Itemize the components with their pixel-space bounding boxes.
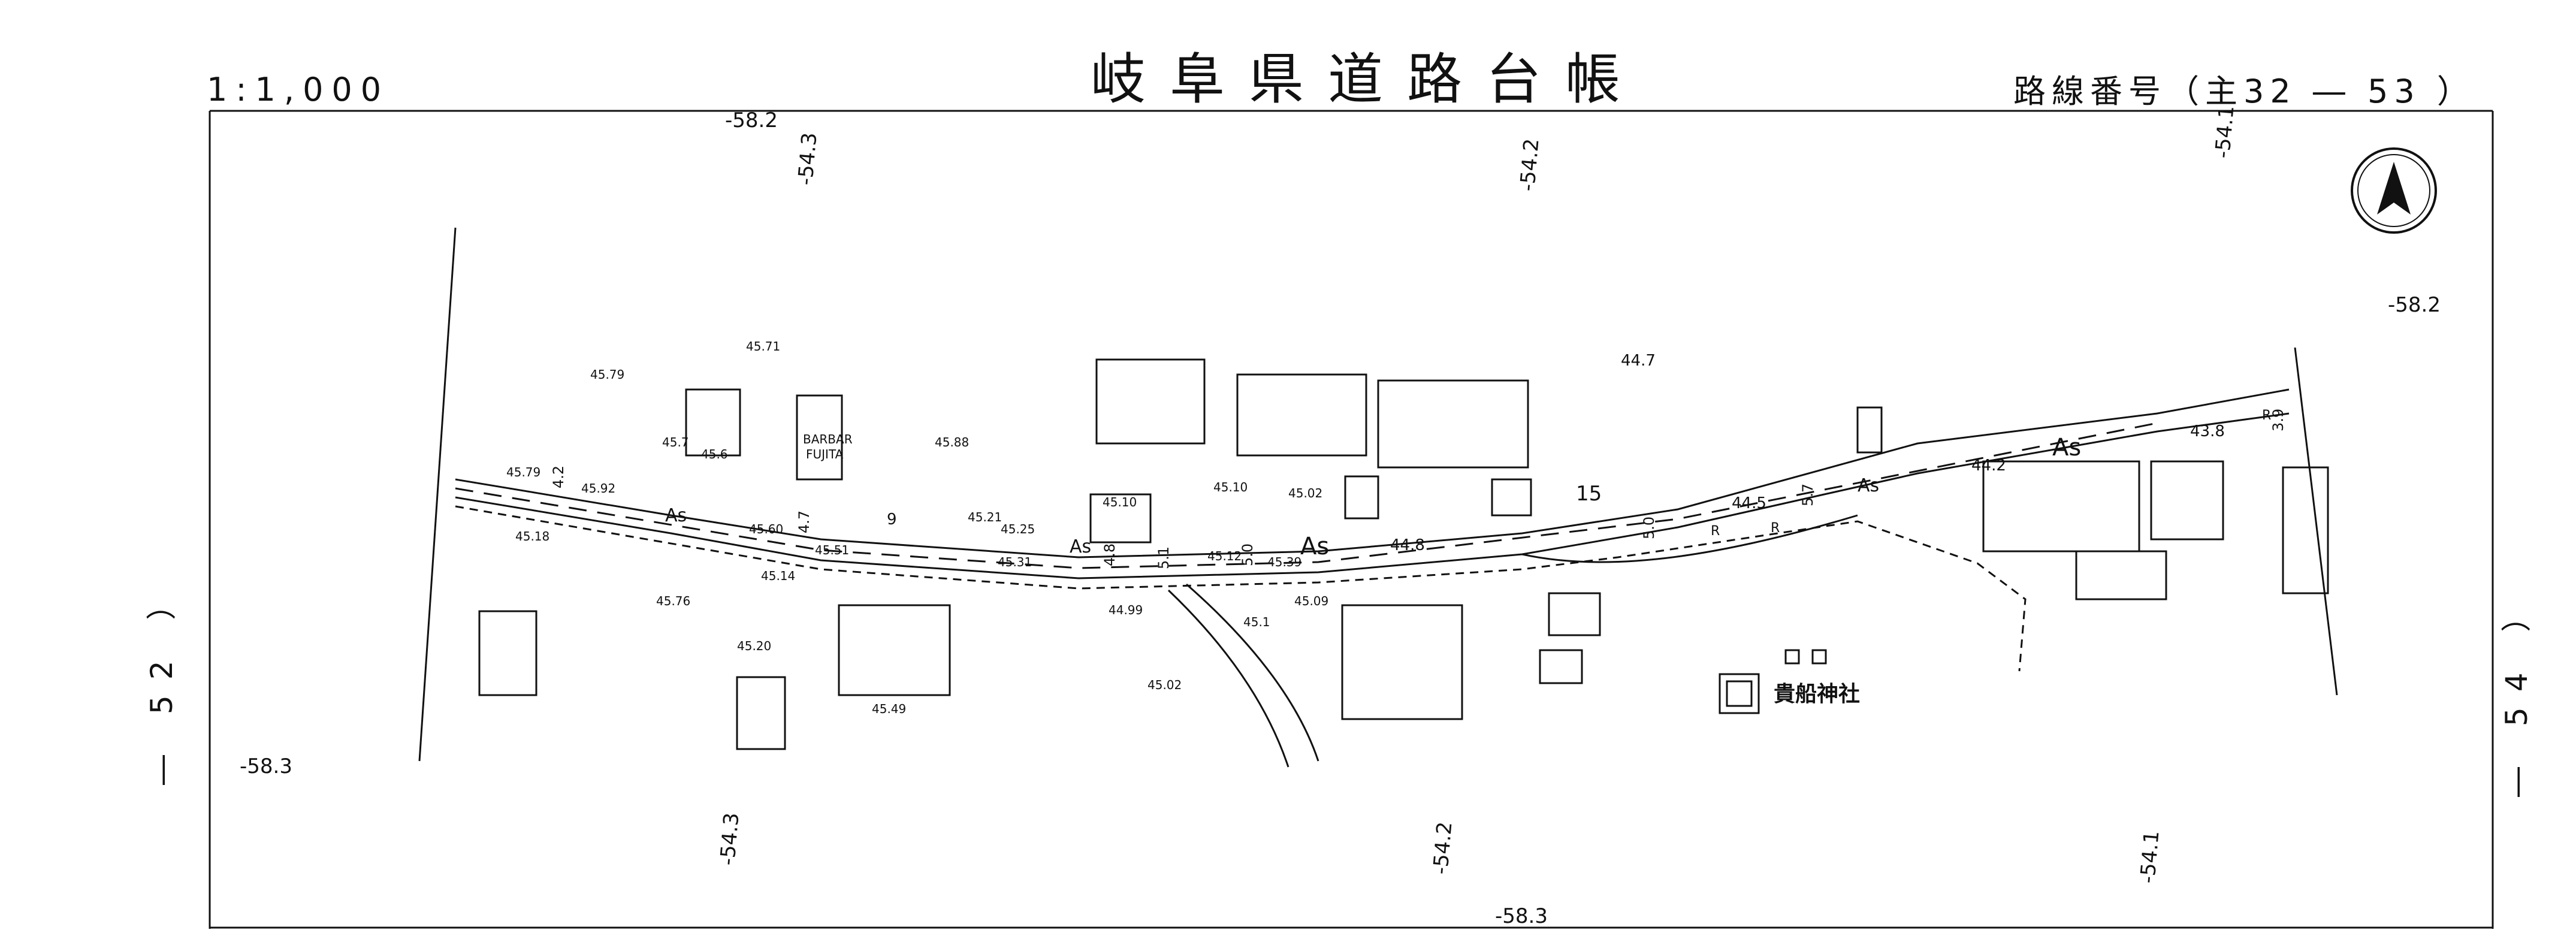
elevation-value: 45.76: [656, 594, 690, 608]
marker-label: R: [1711, 524, 1720, 539]
coord-label: -54.3: [715, 812, 744, 866]
width-value: 3.9: [2270, 409, 2287, 431]
map-title: 岐阜県道路台帳: [1091, 47, 1645, 111]
elevation-value: 45.09: [1294, 594, 1328, 608]
elevation-value: 45.18: [515, 529, 549, 544]
shop-label: BARBAR: [803, 432, 853, 446]
width-value: 5.1: [1155, 547, 1172, 569]
elevation-value: 45.79: [506, 465, 540, 479]
elevation-value: 45.02: [1288, 486, 1322, 500]
marker-label: 15: [1576, 482, 1602, 506]
elevation-value: 45.10: [1103, 495, 1137, 509]
sheet-frame: [209, 110, 2494, 929]
elevation-value: 45.12: [1207, 549, 1242, 563]
elevation-value: 45.25: [1001, 522, 1035, 536]
elevation-value: 44.2: [1971, 457, 2006, 475]
elevation-labels: 45.71 45.79 45.7 45.6 45.79 45.92 45.60 …: [506, 339, 2225, 716]
coord-label: -54.3: [793, 132, 822, 186]
elevation-value: 45.10: [1213, 480, 1248, 494]
coord-label: -54.2: [1429, 821, 1457, 875]
surface-labels: As As As As As: [665, 434, 2081, 560]
elevation-value: 45.60: [749, 522, 783, 536]
elevation-value: 45.39: [1267, 555, 1301, 569]
elevation-value: 45.51: [815, 543, 849, 557]
marker-label: R: [1771, 521, 1780, 536]
elevation-value: 45.14: [761, 569, 795, 583]
elevation-value: 44.7: [1621, 352, 1656, 370]
road-width-labels: 4.2 4.7 4.8 5.1 5.0 5.0 5.7 3.9: [550, 409, 2287, 569]
elevation-value: 45.49: [872, 702, 906, 716]
surface-label: As: [2052, 434, 2081, 461]
route-number: 路線番号（主32 ― 53 ）: [2013, 73, 2475, 110]
width-value: 4.2: [550, 466, 567, 488]
coord-label: -58.2: [725, 108, 778, 132]
surface-label: As: [1300, 533, 1329, 560]
elevation-value: 44.99: [1109, 603, 1143, 617]
elevation-value: 45.1: [1243, 615, 1270, 629]
shop-label: FUJITA: [806, 447, 844, 461]
coord-label: -54.1: [2210, 105, 2239, 159]
north-arrow-icon: [2351, 147, 2437, 234]
elevation-value: 45.88: [935, 435, 969, 449]
map-scale: 1:1,000: [207, 71, 390, 108]
elevation-value: 45.31: [998, 555, 1032, 569]
elevation-value: 45.20: [737, 639, 771, 653]
surface-label: As: [1070, 536, 1091, 557]
surface-label: As: [665, 505, 687, 526]
width-value: 5.7: [1799, 484, 1816, 506]
elevation-value: 44.8: [1390, 536, 1425, 554]
building-outlines: [478, 358, 2329, 750]
elevation-value: 45.79: [590, 367, 624, 382]
width-value: 5.0: [1641, 517, 1657, 539]
shrine-label: 貴船神社: [1774, 682, 1860, 707]
surface-label: As: [1858, 475, 1879, 496]
elevation-value: 44.5: [1732, 494, 1766, 512]
elevation-value: 45.7: [662, 435, 689, 449]
width-value: 5.0: [1239, 544, 1256, 566]
elevation-value: 45.21: [968, 510, 1002, 524]
elevation-value: 45.6: [701, 447, 728, 461]
place-labels: 貴船神社 BARBAR FUJITA: [803, 432, 1860, 707]
elevation-value: 43.8: [2190, 422, 2225, 440]
marker-label: R: [2262, 408, 2271, 423]
marker-label: 9: [887, 511, 897, 529]
width-value: 4.8: [1101, 544, 1118, 566]
coordinate-labels: -58.2 -54.3 -54.2 -54.1 -58.2 -58.3 -54.…: [240, 105, 2441, 928]
coord-label: -54.1: [2136, 830, 2164, 884]
road-lines: [418, 227, 2338, 768]
elevation-value: 45.02: [1147, 678, 1182, 692]
width-value: 4.7: [796, 511, 813, 533]
coord-label: -58.3: [240, 754, 292, 778]
coord-label: -54.2: [1515, 138, 1544, 192]
elevation-value: 45.71: [746, 339, 780, 354]
marker-labels: 9 15 R R R: [887, 408, 2271, 539]
coord-label: -58.3: [1495, 904, 1548, 928]
elevation-value: 45.92: [581, 481, 615, 496]
coord-label: -58.2: [2388, 293, 2441, 317]
